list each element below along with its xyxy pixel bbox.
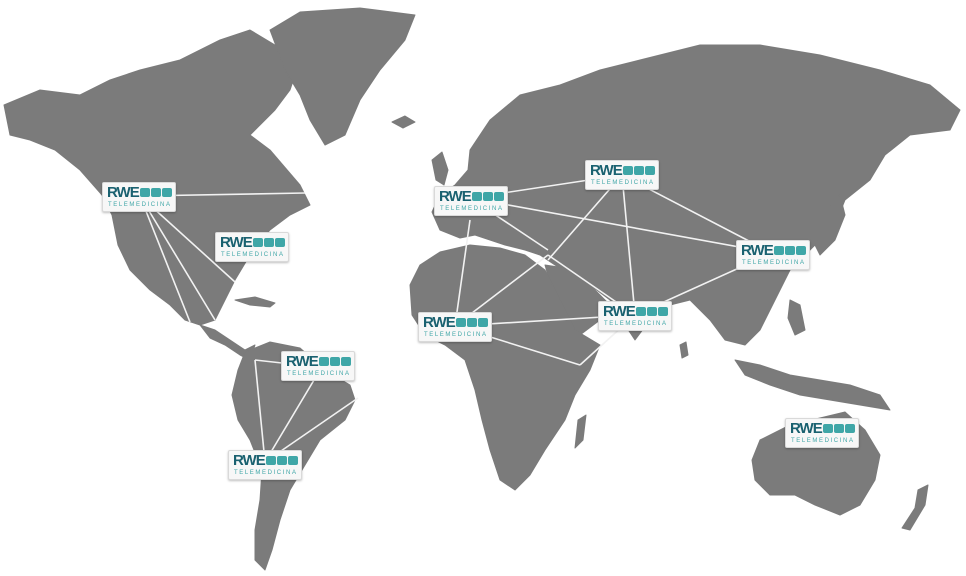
route-line (139, 195, 216, 321)
caribbean (234, 296, 276, 308)
badge-brand: RWE (220, 234, 253, 251)
badge-subtitle: TELEMEDICINA (591, 180, 654, 186)
badge-icons (266, 456, 298, 465)
badge-icons (319, 357, 351, 366)
sri-lanka (679, 341, 689, 359)
north-america (3, 29, 311, 326)
badge-subtitle: TELEMEDICINA (287, 371, 350, 377)
rwe-logo-badge-south-asia: RWE TELEMEDICINA (598, 301, 672, 331)
badge-subtitle: TELEMEDICINA (604, 321, 667, 327)
badge-icons (823, 424, 855, 433)
route-line (454, 219, 471, 327)
badge-icons (774, 246, 806, 255)
greenland (269, 7, 416, 146)
rwe-logo-badge-south-america-south: RWE TELEMEDICINA (228, 450, 302, 480)
british-isles (431, 151, 449, 186)
philippines (787, 299, 806, 336)
badge-icons (140, 188, 172, 197)
route-line (621, 174, 636, 316)
badge-subtitle: TELEMEDICINA (742, 260, 805, 266)
badge-brand: RWE (286, 353, 319, 370)
badge-brand: RWE (439, 188, 472, 205)
rwe-logo-badge-canada-west: RWE TELEMEDICINA (102, 182, 176, 212)
rwe-logo-badge-usa-east: RWE TELEMEDICINA (215, 232, 289, 262)
rwe-logo-badge-australia: RWE TELEMEDICINA (785, 418, 859, 448)
badge-subtitle: TELEMEDICINA (108, 202, 171, 208)
iceland (391, 115, 416, 129)
rwe-logo-badge-east-asia: RWE TELEMEDICINA (736, 240, 810, 270)
badge-subtitle: TELEMEDICINA (221, 252, 284, 258)
new-zealand (901, 484, 929, 531)
badge-brand: RWE (790, 420, 823, 437)
badge-brand: RWE (603, 303, 636, 320)
badge-icons (636, 307, 668, 316)
madagascar (574, 414, 587, 449)
badge-icons (623, 166, 655, 175)
japan (814, 194, 846, 256)
badge-brand: RWE (590, 162, 623, 179)
badge-subtitle: TELEMEDICINA (440, 206, 503, 212)
badge-subtitle: TELEMEDICINA (791, 438, 854, 444)
rwe-logo-badge-russia: RWE TELEMEDICINA (585, 160, 659, 190)
southeast-asia-islands (734, 359, 891, 411)
badge-icons (472, 192, 504, 201)
rwe-logo-badge-west-africa: RWE TELEMEDICINA (418, 312, 492, 342)
badge-icons (253, 238, 285, 247)
badge-icons (456, 318, 488, 327)
badge-brand: RWE (423, 314, 456, 331)
badge-brand: RWE (107, 184, 140, 201)
route-line (469, 197, 773, 254)
badge-subtitle: TELEMEDICINA (234, 470, 297, 476)
rwe-logo-badge-brazil: RWE TELEMEDICINA (281, 351, 355, 381)
route-line (254, 359, 266, 463)
badge-subtitle: TELEMEDICINA (424, 332, 487, 338)
rwe-logo-badge-western-europe: RWE TELEMEDICINA (434, 186, 508, 216)
badge-brand: RWE (741, 242, 774, 259)
route-line (264, 369, 321, 463)
badge-brand: RWE (233, 452, 266, 469)
route-line (139, 195, 191, 323)
continents (3, 7, 961, 571)
